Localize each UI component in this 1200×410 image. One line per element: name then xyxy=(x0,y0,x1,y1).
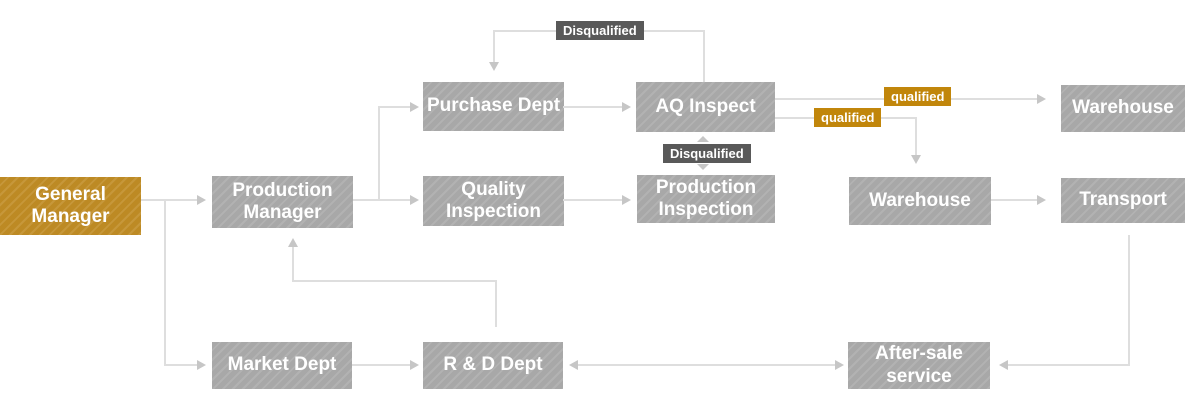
arrowhead-disqualified-purchase xyxy=(489,62,499,71)
node-production-inspection: Production Inspection xyxy=(637,175,775,223)
node-warehouse-top: Warehouse xyxy=(1061,85,1185,132)
connector-pm-purchase-h xyxy=(378,106,410,108)
node-rd-dept: R & D Dept xyxy=(423,342,563,389)
connector-gm-market-h xyxy=(164,364,197,366)
connector-pm-purchase-v xyxy=(378,107,380,201)
edge-label-qualified-mid: qualified xyxy=(814,108,882,127)
arrowhead-quality-prodinsp xyxy=(622,195,631,205)
arrowhead-aq-warehouse-top xyxy=(1037,94,1046,104)
connector-aftersale-rd xyxy=(578,364,835,366)
arrowhead-disqualified-up xyxy=(697,136,709,142)
connector-transport-aftersale-h xyxy=(1008,364,1130,366)
connector-transport-aftersale-v xyxy=(1128,235,1130,366)
connector-aq-warehouse-mid-v xyxy=(915,117,917,155)
arrowhead-warehouse-transport xyxy=(1037,195,1046,205)
arrowhead-aftersale-rd-left xyxy=(569,360,578,370)
arrowhead-gm-market xyxy=(197,360,206,370)
connector-quality-prodinsp xyxy=(563,199,622,201)
node-purchase-dept: Purchase Dept xyxy=(423,82,564,131)
arrowhead-rd-pm xyxy=(288,238,298,247)
connector-rd-pm-h xyxy=(292,280,497,282)
node-production-manager: Production Manager xyxy=(212,176,353,228)
arrowhead-transport-aftersale xyxy=(999,360,1008,370)
connector-pm-quality xyxy=(353,199,410,201)
connector-gm-market-v xyxy=(164,199,166,364)
connector-rd-pm-v1 xyxy=(495,280,497,327)
connector-gm-pm xyxy=(141,199,197,201)
node-market-dept: Market Dept xyxy=(212,342,352,389)
edge-label-disqualified-mid: Disqualified xyxy=(663,144,751,163)
arrowhead-purchase-aq xyxy=(622,102,631,112)
node-warehouse-mid: Warehouse xyxy=(849,177,991,225)
node-general-manager: General Manager xyxy=(0,177,141,235)
arrowhead-gm-pm xyxy=(197,195,206,205)
node-quality-inspection: Quality Inspection xyxy=(423,176,564,226)
edge-label-qualified-top: qualified xyxy=(884,87,952,106)
connector-rd-pm-v2 xyxy=(292,247,294,280)
connector-aq-disqualified-v2 xyxy=(493,30,495,62)
connector-aq-disqualified-v1 xyxy=(703,30,705,82)
arrowhead-aftersale-rd-right xyxy=(835,360,844,370)
node-aq-inspect: AQ Inspect xyxy=(636,82,775,132)
arrowhead-aq-warehouse-mid xyxy=(911,155,921,164)
connector-warehouse-transport xyxy=(991,199,1037,201)
arrowhead-disqualified-down xyxy=(697,164,709,170)
arrowhead-pm-quality xyxy=(410,195,419,205)
connector-purchase-aq xyxy=(563,106,622,108)
node-transport: Transport xyxy=(1061,178,1185,223)
arrowhead-pm-purchase xyxy=(410,102,419,112)
arrowhead-market-rd xyxy=(410,360,419,370)
node-after-sale-service: After-sale service xyxy=(848,342,990,389)
connector-market-rd xyxy=(352,364,410,366)
edge-label-disqualified-top: Disqualified xyxy=(556,21,644,40)
